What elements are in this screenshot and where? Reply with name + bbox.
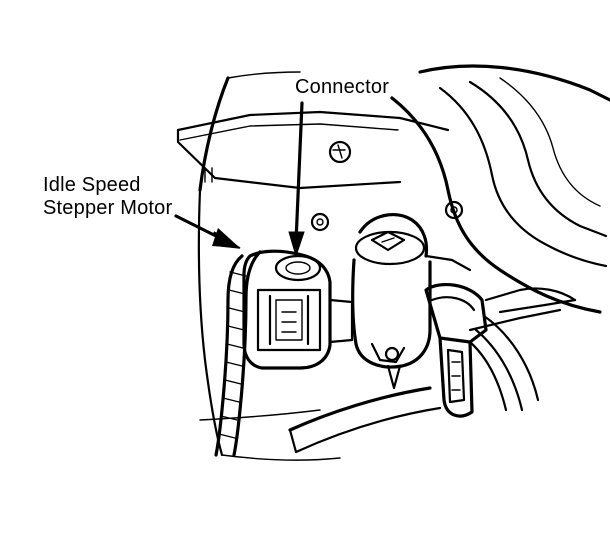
connector-label: Connector bbox=[295, 76, 390, 98]
throttle-linkage bbox=[288, 298, 577, 454]
stepper-motor-label-line1: Idle Speed bbox=[43, 174, 141, 196]
mounting-flange bbox=[176, 110, 464, 232]
connector-leader-arrow bbox=[288, 101, 305, 258]
stepper-motor-leader-arrow bbox=[174, 214, 241, 249]
intake-plenum bbox=[198, 64, 610, 314]
sensor-connector bbox=[424, 282, 577, 418]
stepper-motor-label-line2: Stepper Motor bbox=[43, 197, 173, 219]
wiring-harness bbox=[214, 250, 262, 457]
stepper-motor bbox=[242, 249, 354, 370]
throttle-actuator bbox=[351, 213, 472, 390]
